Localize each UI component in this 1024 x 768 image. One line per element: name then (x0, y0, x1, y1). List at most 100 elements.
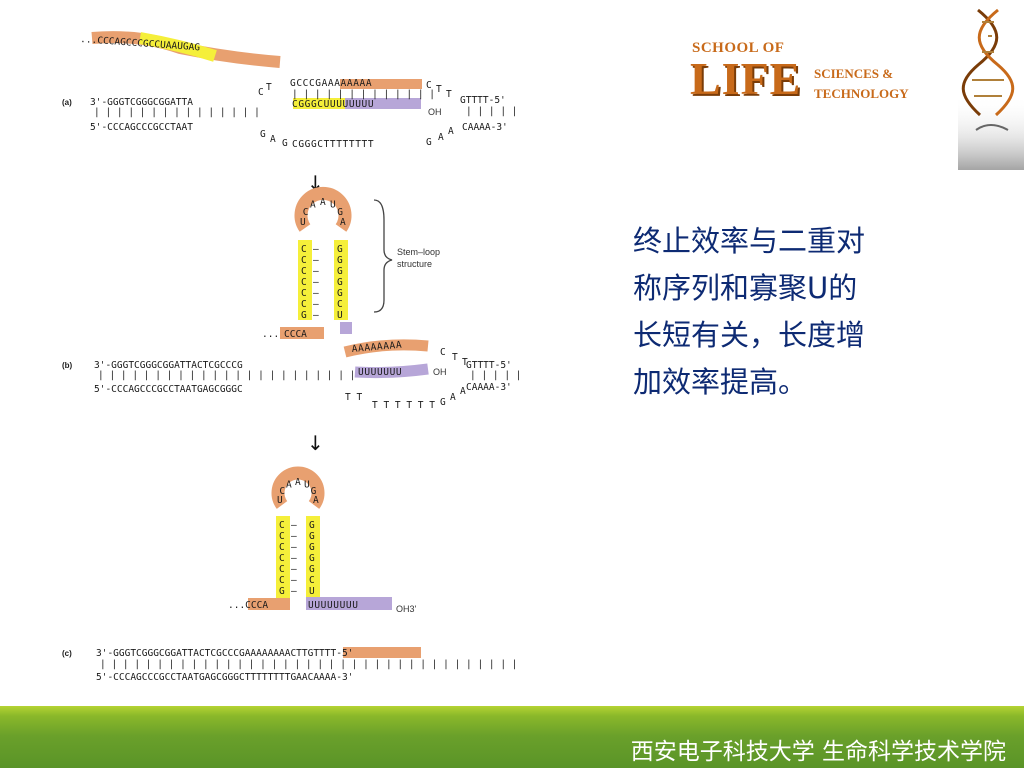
b-tt: T T (345, 392, 362, 403)
a-coding-left: 5'-CCCAGCCCGCCTAAT (90, 122, 193, 133)
c-loop-base: A (286, 479, 292, 490)
footer-bar: 西安电子科技大学 生命科学技术学院 (0, 706, 1024, 768)
main-text-line-1: 终止效率与二重对 (633, 224, 866, 258)
a-ticks-left: | | | | | | | | | | | | | | | (94, 107, 260, 118)
b-template: 3'-GGGTCGGGCGGATTACTCGCCCG (94, 360, 243, 371)
c-stem-left-base: C (279, 542, 285, 553)
c-stem-bond: – (291, 542, 297, 553)
b-stem-left (298, 240, 312, 320)
c-stem-bond: – (291, 553, 297, 564)
logo-line-life: LIFE (690, 53, 802, 104)
a-ct3: C (426, 80, 432, 91)
b-loop-base: A (310, 200, 316, 211)
b-stem-bond: – (313, 266, 319, 277)
b-stem-left-base: C (301, 277, 307, 288)
b-stem-right (334, 240, 348, 320)
panel-a: (a) ...CCCAGCCCGCCUAAUGAG 3'-GGGTCGGGCGG… (62, 31, 517, 150)
c-stem-left-base: C (279, 564, 285, 575)
dna-helix-icon (958, 8, 1024, 170)
c-stem-bond: – (291, 564, 297, 575)
c-stem-left-base: G (279, 586, 285, 597)
a-ct4: T (436, 84, 442, 95)
c-A-highlight (343, 647, 421, 658)
c-coding: 5'-CCCAGCCCGCCTAATGAGCGGGCTTTTTTTTGAACAA… (96, 672, 353, 683)
a-bgb: A (270, 134, 276, 145)
c-template: 3'-GGGTCGGGCGGATTACTCGCCCGAAAAAAAACTTGTT… (96, 648, 353, 659)
a-bge: A (438, 132, 444, 143)
a-bgc: G (282, 138, 288, 149)
c-loop-base: U (277, 495, 283, 506)
c-stem-right-base: G (309, 564, 315, 575)
b-stem-right-base: G (337, 255, 343, 266)
c-oh3: OH3' (396, 604, 417, 614)
b-stem-left-base: C (301, 255, 307, 266)
b-ticks: | | | | | | | | | | | | | | | | | | | | … (98, 370, 355, 381)
arrow-down-2: ↓ (307, 431, 324, 455)
c-loop-base: U (304, 479, 310, 490)
a-template-left: 3'-GGGTCGGGCGGATTA (90, 97, 193, 108)
c-U-bar (306, 597, 392, 610)
b-loop-base: G (337, 207, 343, 218)
panel-label-b: (b) (62, 361, 73, 370)
c-stem-left-base: C (279, 531, 285, 542)
b-stem-bond: – (313, 255, 319, 266)
b-ct2: T (452, 352, 458, 363)
b-stem-right-base: U (337, 310, 343, 321)
a-ticks-right: | | | | | (466, 106, 517, 117)
b-U-highlight (354, 363, 429, 379)
c-loop-base: C (279, 486, 285, 497)
a-rna-purple-bar (345, 98, 421, 109)
c-loop-base: G (311, 486, 317, 497)
b-ticks-r: | | | | | (470, 370, 521, 381)
a-bga: G (260, 129, 266, 140)
c-rna-U: UUUUUUUU (308, 600, 359, 611)
b-ct3: T (462, 357, 468, 368)
b-loop-base: C (303, 207, 309, 218)
panel-label-a: (a) (62, 98, 72, 107)
logo-line-sciences: SCIENCES & (814, 66, 894, 81)
b-stem-bond: – (313, 299, 319, 310)
b-ct1: C (440, 347, 446, 358)
c-stem-right-base: G (309, 520, 315, 531)
a-ct5: T (446, 89, 452, 100)
transcription-termination-diagram: (a) ...CCCAGCCCGCCUAAUGAG 3'-GGGTCGGGCGG… (62, 31, 521, 683)
a-oh: OH (428, 107, 442, 117)
a-bgf: A (448, 126, 454, 137)
logo-line-technology: TECHNOLOGY (814, 86, 909, 101)
b-stem-bond: – (313, 288, 319, 299)
a-bot-right: CAAAA-3' (462, 122, 508, 133)
c-stem-left-base: C (279, 520, 285, 531)
b-rna-U: UUUUUUU (358, 367, 402, 378)
a-rna-bar: CGGGCUUUUUUUU (292, 99, 374, 110)
c-hairpin-loop (271, 466, 325, 509)
b-a2: A (460, 386, 466, 397)
logo-line-school: SCHOOL OF (692, 40, 785, 56)
b-g1: G (440, 397, 446, 408)
b-stem-bond: – (313, 244, 319, 255)
b-stem-bond: – (313, 310, 319, 321)
c-loop-base: A (313, 495, 319, 506)
c-stem-right-base: U (309, 586, 315, 597)
b-stem-left-base: G (301, 310, 307, 321)
b-stem-left-base: C (301, 266, 307, 277)
b-loop-base: A (320, 197, 326, 208)
stem-loop-brace (373, 199, 393, 313)
c-tail: ...CCCA (228, 600, 268, 611)
b-stem-right-base: G (337, 288, 343, 299)
c-loop-base: A (295, 477, 301, 488)
b-stem-right-base: G (337, 277, 343, 288)
a-top-right: GTTTT-5' (460, 95, 506, 106)
b-bot-right: CAAAA-3' (466, 382, 512, 393)
a-top-A-highlight (340, 79, 422, 89)
c-ccca-bar (248, 598, 290, 610)
b-A-highlight (343, 339, 429, 358)
c-ticks: | | | | | | | | | | | | | | | | | | | | … (100, 659, 518, 670)
c-stem-bond: – (291, 575, 297, 586)
b-stem-left-base: C (301, 244, 307, 255)
c-stem-right-base: G (309, 531, 315, 542)
b-top-A: AAAAAAAA (351, 340, 402, 355)
rna-tail-yellow (138, 32, 217, 62)
b-ccca: CCCA (284, 329, 307, 340)
c-stem-bond: – (291, 520, 297, 531)
